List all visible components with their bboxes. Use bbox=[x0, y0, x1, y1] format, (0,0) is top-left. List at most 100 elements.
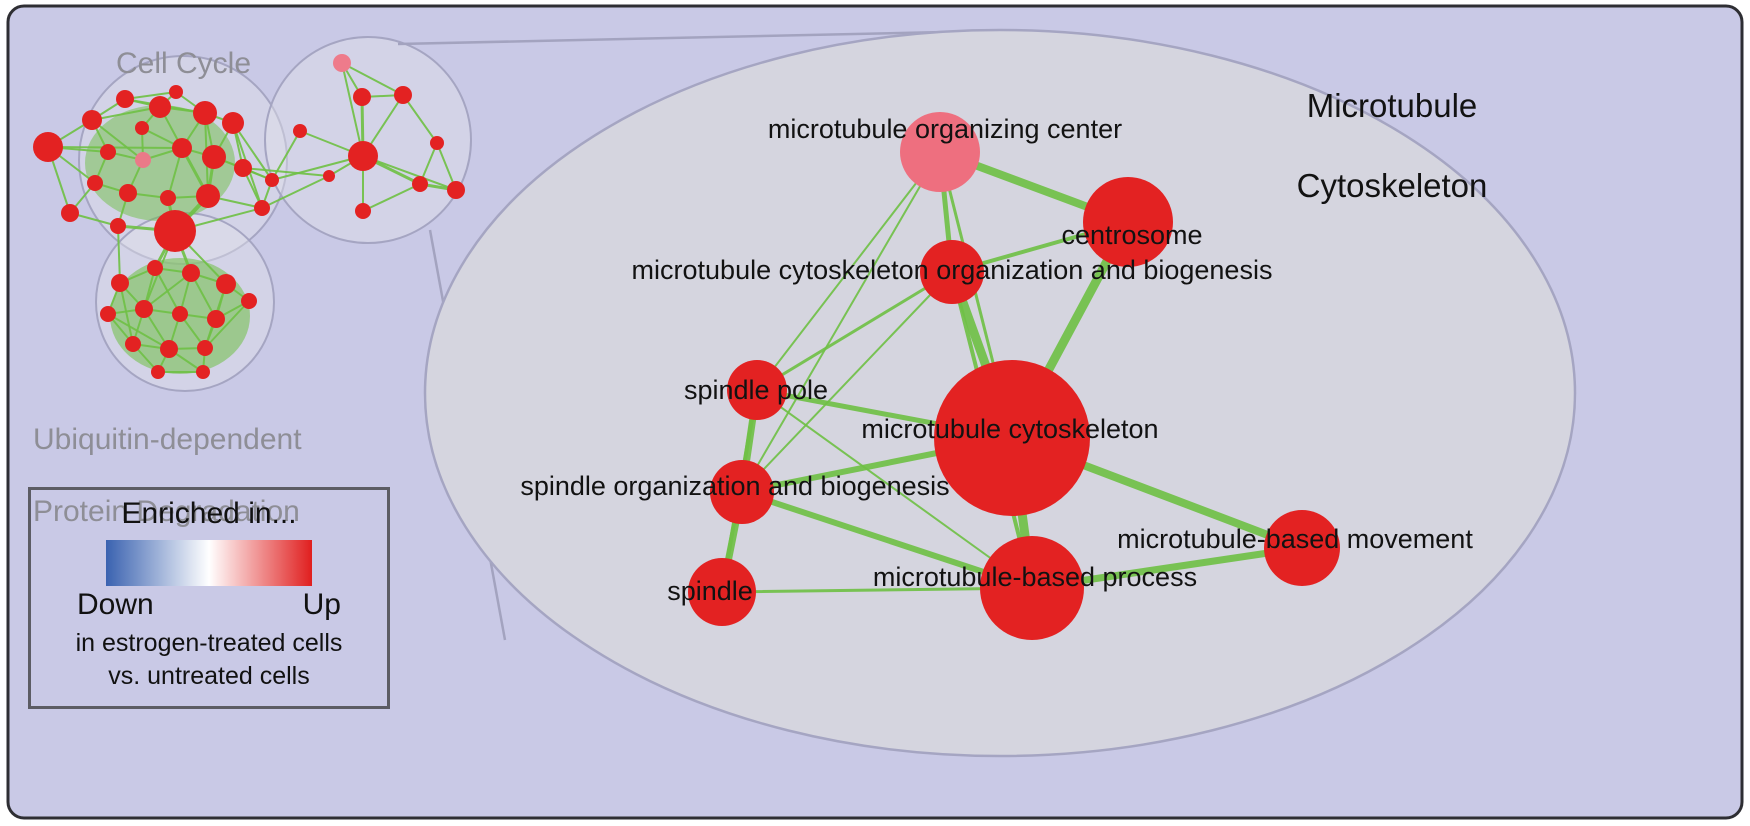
node-microtubule-organizing-center bbox=[900, 112, 980, 192]
network-node bbox=[412, 176, 428, 192]
network-node bbox=[119, 184, 137, 202]
network-edge bbox=[741, 151, 941, 493]
network-edge bbox=[271, 155, 364, 181]
network-node bbox=[234, 159, 252, 177]
node-spindle bbox=[688, 558, 756, 626]
network-edge bbox=[107, 313, 170, 350]
network-node bbox=[207, 310, 225, 328]
legend-gradient bbox=[106, 540, 312, 586]
network-node bbox=[293, 124, 307, 138]
detail-title: Microtubule Cytoskeleton bbox=[1262, 46, 1522, 246]
network-edge bbox=[91, 119, 144, 161]
network-node bbox=[135, 300, 153, 318]
network-edge bbox=[362, 183, 421, 212]
network-edge bbox=[91, 106, 161, 121]
node-label-microtubule-based-movement: microtubule-based movement bbox=[1117, 524, 1473, 554]
network-node bbox=[160, 340, 178, 358]
network-edge bbox=[341, 62, 364, 157]
node-spindle-organization-and-biogenesis bbox=[710, 460, 774, 524]
network-edge bbox=[261, 175, 330, 209]
network-node bbox=[394, 86, 412, 104]
detail-title-line1: Microtubule bbox=[1306, 87, 1478, 124]
network-node bbox=[147, 260, 163, 276]
network-node bbox=[353, 88, 371, 106]
network-edge bbox=[756, 389, 1033, 589]
network-node bbox=[100, 306, 116, 322]
network-edge bbox=[755, 270, 954, 392]
network-node bbox=[135, 121, 149, 135]
network-edge bbox=[242, 167, 330, 177]
cell-cycle-cluster-label: Cell Cycle bbox=[116, 47, 252, 80]
node-label-microtubule-organizing-center: microtubule organizing center bbox=[768, 114, 1122, 144]
network-node bbox=[447, 181, 465, 199]
network-node bbox=[355, 203, 371, 219]
network-node bbox=[196, 184, 220, 208]
network-edge bbox=[402, 94, 438, 144]
ubiquitin-cluster-label: Ubiquitin-dependent Protein Degradation bbox=[33, 386, 302, 566]
network-node bbox=[111, 274, 129, 292]
network-edge bbox=[362, 155, 457, 191]
network-edge bbox=[204, 300, 250, 349]
callout-line-top bbox=[397, 29, 991, 46]
network-edge bbox=[117, 225, 121, 284]
network-node bbox=[222, 112, 244, 134]
network-node bbox=[348, 141, 378, 171]
network-node bbox=[241, 293, 257, 309]
node-spindle-pole bbox=[727, 360, 787, 420]
network-node bbox=[110, 218, 126, 234]
network-node bbox=[125, 336, 141, 352]
network-node bbox=[154, 210, 196, 252]
network-node bbox=[172, 306, 188, 322]
ubiquitin-cluster-label-line2: Protein Degradation bbox=[33, 495, 300, 528]
network-node bbox=[87, 175, 103, 191]
network-node bbox=[333, 54, 351, 72]
network-node bbox=[265, 173, 279, 187]
network-node bbox=[202, 145, 226, 169]
legend-caption-line2: vs. untreated cells bbox=[108, 662, 310, 690]
network-node bbox=[82, 110, 102, 130]
node-label-microtubule-cytoskeleton-organization-and-biogenesis: microtubule cytoskeleton organization an… bbox=[632, 255, 1273, 285]
legend-down-label: Down bbox=[77, 588, 154, 621]
network-node bbox=[323, 170, 335, 182]
network-edge bbox=[756, 151, 941, 391]
network-node bbox=[216, 274, 236, 294]
network-edge bbox=[143, 272, 192, 310]
node-centrosome bbox=[1083, 177, 1173, 267]
network-node bbox=[169, 85, 183, 99]
node-label-spindle-pole: spindle pole bbox=[684, 375, 828, 405]
node-microtubule-cytoskeleton bbox=[934, 360, 1090, 516]
legend-up-label: Up bbox=[302, 588, 341, 621]
network-node bbox=[430, 136, 444, 150]
node-label-centrosome: centrosome bbox=[1061, 220, 1202, 250]
network-node bbox=[193, 101, 217, 125]
network-edge bbox=[271, 130, 301, 181]
legend-title: Enriched in... bbox=[121, 497, 297, 530]
network-node bbox=[116, 90, 134, 108]
network-node bbox=[196, 365, 210, 379]
network-node bbox=[182, 264, 200, 282]
network-node bbox=[100, 144, 116, 160]
network-node bbox=[254, 200, 270, 216]
network-node bbox=[135, 152, 151, 168]
network-edge bbox=[47, 146, 183, 149]
ubiquitin-cluster-label-line1: Ubiquitin-dependent bbox=[33, 423, 302, 456]
node-label-spindle-organization-and-biogenesis: spindle organization and biogenesis bbox=[520, 471, 949, 501]
node-label-microtubule-cytoskeleton: microtubule cytoskeleton bbox=[861, 414, 1158, 444]
network-edge bbox=[119, 282, 134, 345]
network-node bbox=[160, 190, 176, 206]
detail-title-line2: Cytoskeleton bbox=[1296, 167, 1488, 204]
legend-caption-line1: in estrogen-treated cells bbox=[75, 629, 343, 657]
network-node bbox=[61, 204, 79, 222]
node-label-microtubule-based-process: microtubule-based process bbox=[873, 562, 1197, 592]
network-node bbox=[151, 365, 165, 379]
detail-network: microtubule organizing center centrosome m… bbox=[520, 112, 1473, 640]
node-label-spindle: spindle bbox=[667, 576, 753, 606]
network-node bbox=[149, 96, 171, 118]
network-edge bbox=[232, 122, 273, 181]
network-node bbox=[172, 138, 192, 158]
network-edge bbox=[341, 62, 404, 96]
network-node bbox=[33, 132, 63, 162]
legend-box: Enriched in... Down Up in estrogen-treat… bbox=[28, 487, 390, 709]
